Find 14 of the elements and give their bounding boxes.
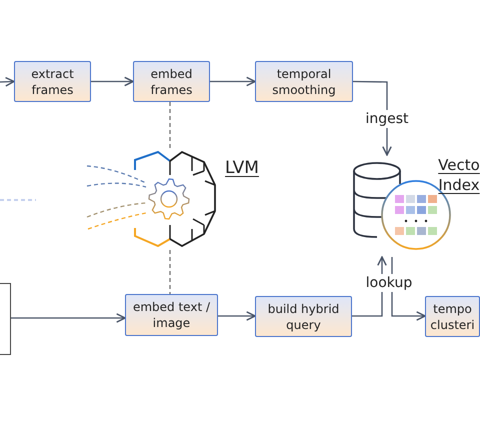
- model-title: LVM: [224, 158, 260, 178]
- arrow: [91, 76, 134, 86]
- arrow: [0, 76, 15, 87]
- arrow: [218, 311, 256, 321]
- process-box: tempo clusteri: [425, 296, 480, 337]
- process-box: temporal smoothing: [255, 61, 353, 102]
- index-title: Vecto Index: [438, 155, 480, 195]
- input-box: [0, 283, 11, 355]
- process-box: embed text / image: [125, 294, 218, 336]
- process-box: build hybrid query: [255, 296, 352, 337]
- arrow: [210, 76, 256, 86]
- arrow: [11, 313, 126, 323]
- process-box: extract frames: [14, 61, 91, 102]
- process-box: embed frames: [133, 61, 210, 102]
